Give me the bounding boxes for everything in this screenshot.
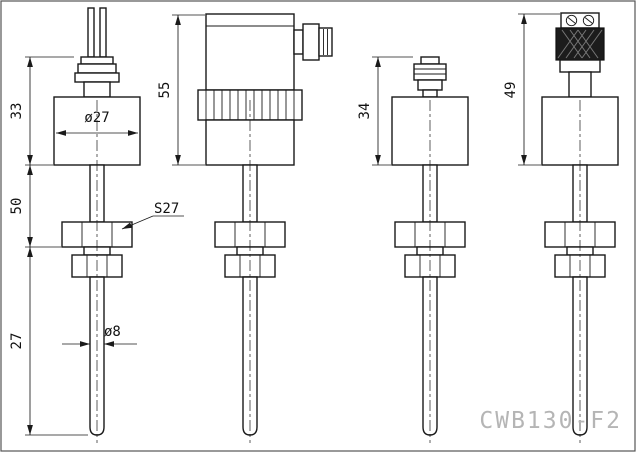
- din-connector-head: [205, 13, 295, 91]
- gland-cap: [80, 56, 114, 65]
- gland-collar: [74, 72, 120, 83]
- plug-neck: [422, 89, 438, 98]
- gland-ring: [77, 63, 117, 74]
- cable: [99, 7, 107, 58]
- dim-head-label: 49: [503, 82, 519, 99]
- plug-tip: [420, 56, 440, 65]
- dim-head-label: 34: [357, 103, 373, 120]
- dim-probe-label: 27: [9, 333, 25, 350]
- probe-variant-3: 34: [357, 56, 469, 444]
- dim-head-label: 33: [9, 103, 25, 120]
- knurl-hatch: [557, 29, 603, 59]
- knurl-line: [569, 29, 591, 59]
- body-diameter-label: ø27: [84, 110, 109, 126]
- probe-diameter-label: ø8: [104, 324, 121, 340]
- cable: [87, 7, 95, 58]
- plug-base: [417, 79, 443, 91]
- leader-line: [121, 215, 154, 230]
- cap-neck: [568, 71, 592, 98]
- screw-slot: [567, 17, 576, 24]
- dim-head-label: 55: [157, 82, 173, 99]
- hex-band-hatch: [205, 90, 295, 120]
- gland-nut: [318, 27, 333, 57]
- probe-variant-4: 49: [503, 12, 619, 444]
- screw-slot: [584, 17, 593, 24]
- probe-variant-1: ø27 33 50 27 S27 ø8: [9, 7, 184, 444]
- cap-step: [559, 59, 601, 73]
- knurl-line: [577, 29, 599, 59]
- probe-variant-2: 55: [157, 13, 333, 444]
- terminal-screw: [582, 14, 595, 27]
- terminal-screw: [565, 14, 578, 27]
- dim-mid-label: 50: [9, 198, 25, 215]
- knurl-line: [565, 29, 587, 59]
- gland-neck: [293, 29, 304, 55]
- knurl-line: [573, 29, 595, 59]
- knurl-line: [581, 29, 603, 59]
- gland-ring: [302, 23, 320, 61]
- model-number-watermark: CWB130-F2: [479, 408, 622, 434]
- knurl-line: [557, 29, 579, 59]
- knurl-line: [561, 29, 583, 59]
- gland-neck: [83, 81, 111, 98]
- plug-body: [413, 63, 447, 81]
- wrench-size-label: S27: [154, 201, 179, 217]
